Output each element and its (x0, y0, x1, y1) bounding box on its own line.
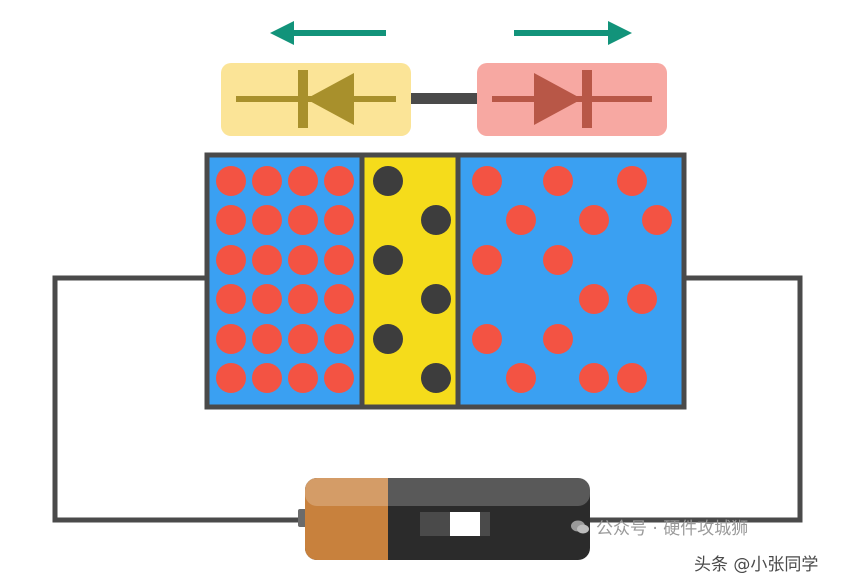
hole (617, 363, 647, 393)
hole (627, 284, 657, 314)
hole (252, 284, 282, 314)
hole (216, 363, 246, 393)
hole (216, 245, 246, 275)
watermark: 公众号 · 硬件攻城狮 (570, 514, 748, 539)
ion (373, 245, 403, 275)
hole (216, 205, 246, 235)
hole (288, 245, 318, 275)
battery-icon (298, 478, 590, 560)
diode-left-icon (221, 63, 411, 136)
hole (252, 166, 282, 196)
hole (216, 284, 246, 314)
hole (216, 166, 246, 196)
diode-connector (405, 93, 485, 104)
hole (506, 205, 536, 235)
hole (617, 166, 647, 196)
hole (252, 363, 282, 393)
hole (324, 363, 354, 393)
hole (324, 324, 354, 354)
hole (579, 205, 609, 235)
depletion-ions (373, 166, 451, 393)
hole (543, 324, 573, 354)
hole (543, 166, 573, 196)
hole (472, 245, 502, 275)
ion (421, 363, 451, 393)
hole (288, 166, 318, 196)
hole (252, 324, 282, 354)
hole (506, 363, 536, 393)
hole (216, 324, 246, 354)
right-region (458, 155, 684, 407)
circuit-wire-right (590, 275, 803, 523)
hole (288, 205, 318, 235)
ion (373, 166, 403, 196)
hole (324, 284, 354, 314)
hole (324, 205, 354, 235)
ion (373, 324, 403, 354)
semiconductor-block (204, 152, 687, 410)
right-holes (472, 166, 672, 393)
arrow-right-icon (514, 21, 632, 45)
circuit-wire-left (52, 275, 305, 523)
watermark-secondary: 头条 @小张同学 (694, 555, 819, 575)
hole (288, 363, 318, 393)
hole (252, 205, 282, 235)
hole (579, 284, 609, 314)
hole (579, 363, 609, 393)
wechat-icon (571, 520, 589, 533)
ion (421, 284, 451, 314)
hole (472, 166, 502, 196)
ion (421, 205, 451, 235)
arrow-left-icon (270, 21, 386, 45)
hole (324, 245, 354, 275)
hole (642, 205, 672, 235)
hole (252, 245, 282, 275)
hole (324, 166, 354, 196)
hole (288, 324, 318, 354)
hole (472, 324, 502, 354)
hole (288, 284, 318, 314)
diode-right-icon (477, 63, 667, 136)
watermark-text: 公众号 · 硬件攻城狮 (596, 519, 749, 539)
hole (543, 245, 573, 275)
left-holes (216, 166, 354, 393)
